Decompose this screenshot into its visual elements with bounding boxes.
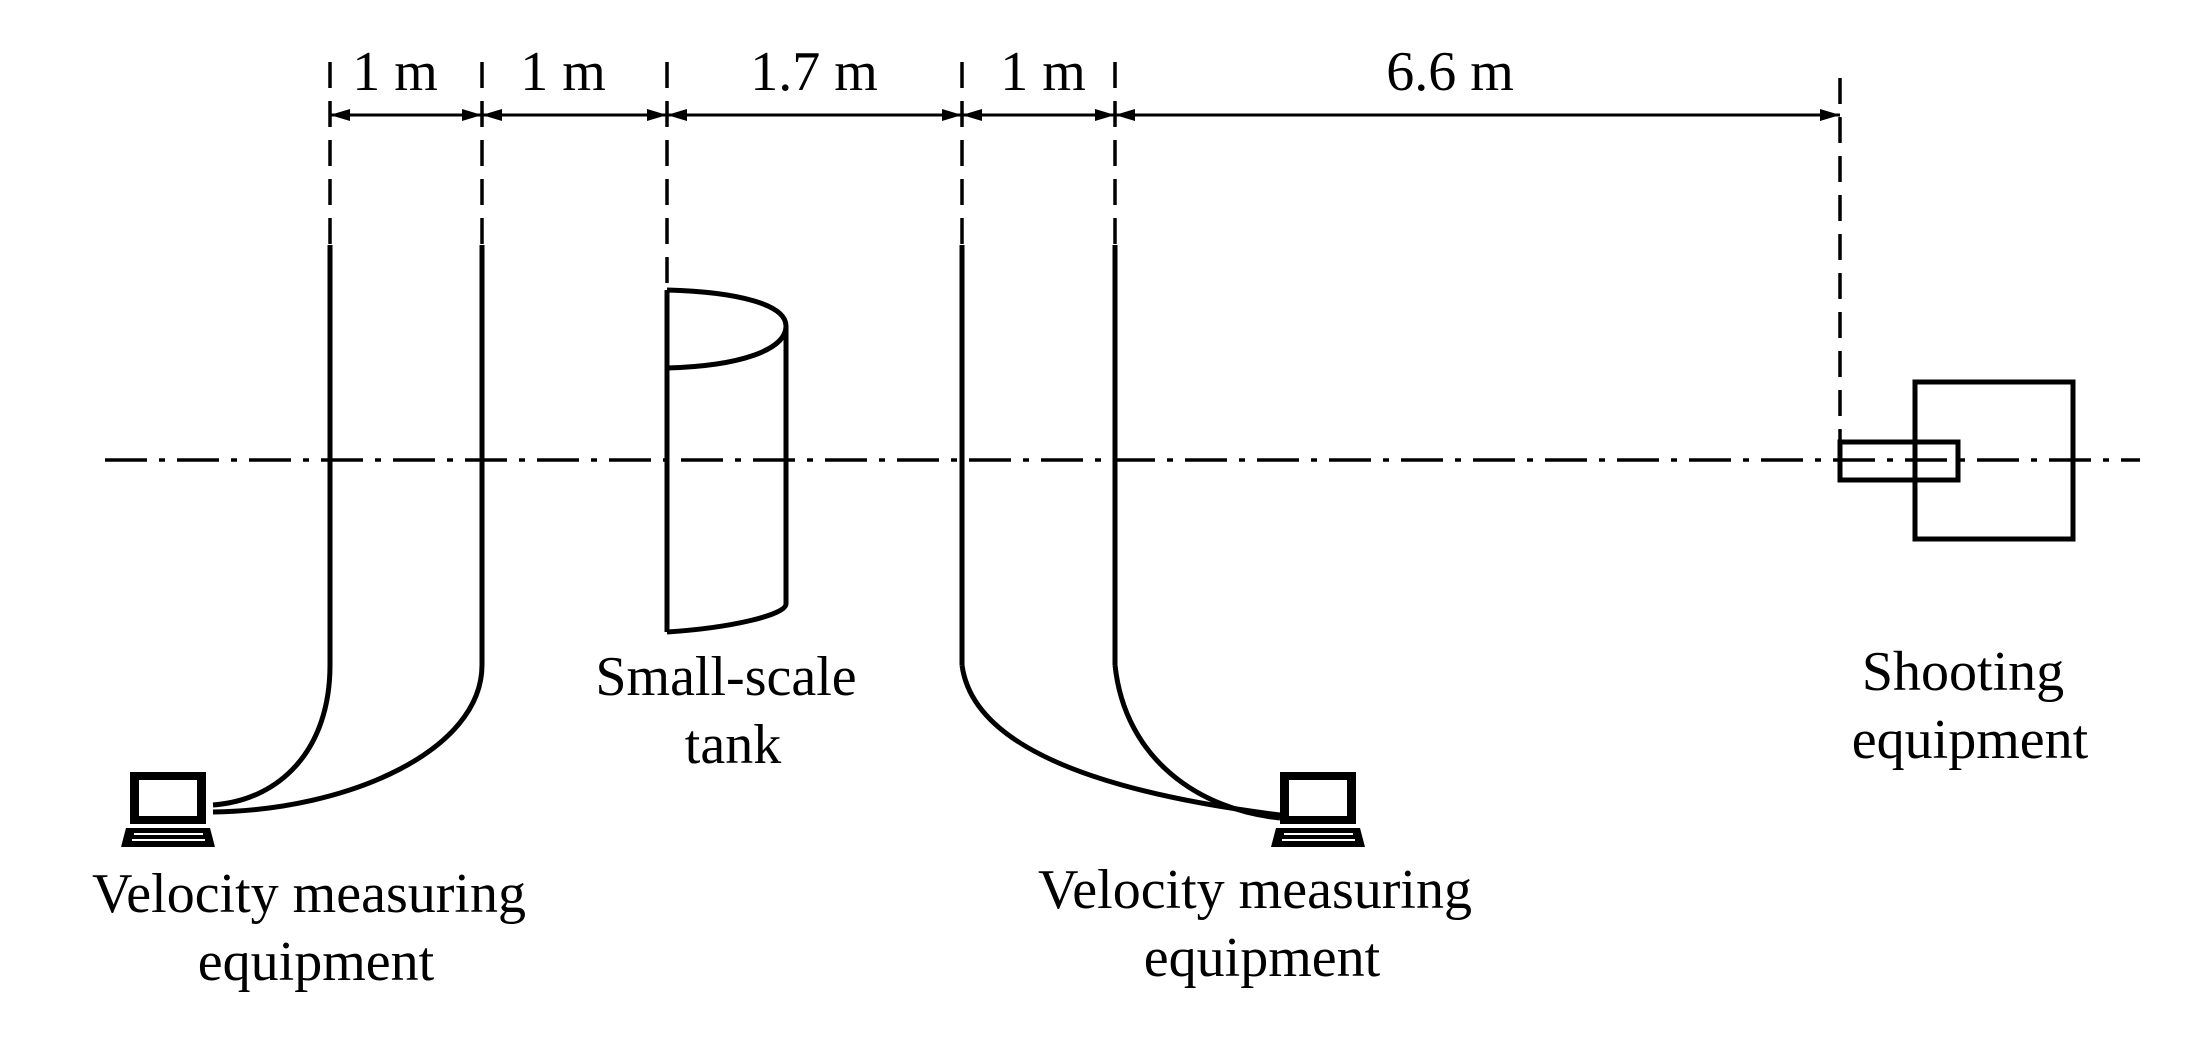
shooting-equipment-symbol [1837, 379, 2076, 542]
dimension-label: 1 m [520, 41, 606, 103]
velocity-measuring-label-right: Velocity measuring equipment [1038, 859, 1486, 989]
shooting-equipment-label: Shooting equipment [1852, 641, 2089, 771]
velocity-measuring-label-left: Velocity measuring equipment [92, 863, 540, 993]
dimension-label: 1.7 m [750, 41, 878, 103]
computer-icon [121, 772, 215, 847]
velocity-screens-left [212, 245, 485, 815]
computer-icon [1271, 772, 1365, 847]
dimension-label: 6.6 m [1386, 41, 1514, 103]
extension-lines [328, 62, 1842, 445]
velocity-screens-right [959, 245, 1281, 821]
small-scale-tank [664, 287, 789, 635]
tank-label: Small-scale tank [595, 646, 870, 776]
dimension-label: 1 m [352, 41, 438, 103]
dimension-label: 1 m [1000, 41, 1086, 103]
